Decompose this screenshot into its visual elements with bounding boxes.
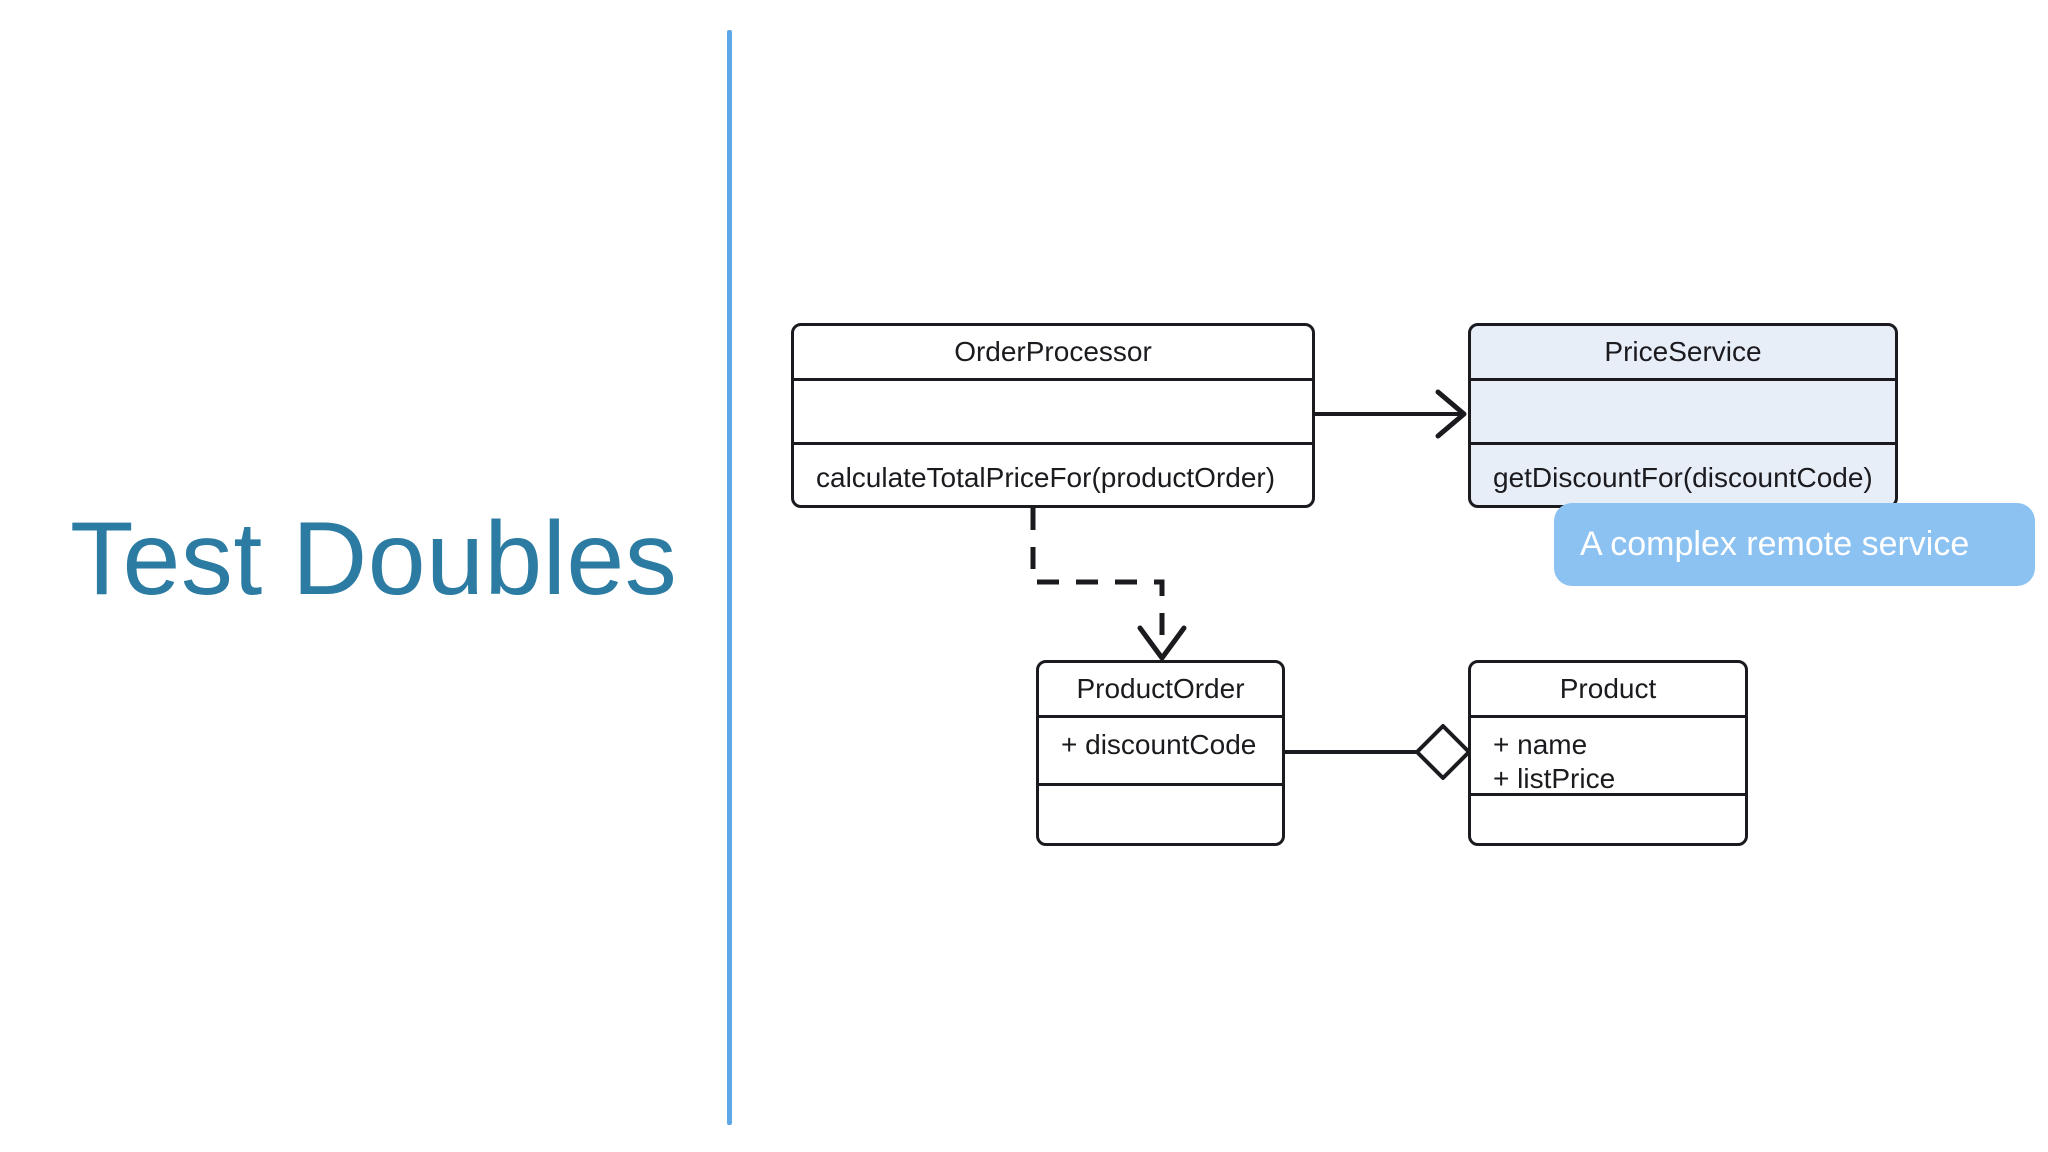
uml-class-name-product: Product	[1559, 673, 1657, 704]
uml-attribute-name: + name	[1493, 729, 1588, 760]
uml-operations-product	[1471, 793, 1745, 843]
uml-class-name-productorder: ProductOrder	[1076, 673, 1245, 704]
uml-class-orderprocessor[interactable]: OrderProcessor calculateTotalPriceFor(pr…	[791, 323, 1315, 508]
aggregation-productorder-product	[1285, 724, 1471, 780]
uml-class-name-priceservice: PriceService	[1604, 336, 1762, 367]
uml-class-name-orderprocessor: OrderProcessor	[954, 336, 1152, 367]
uml-attribute-listprice: + listPrice	[1493, 763, 1616, 795]
page-title: Test Doubles	[70, 501, 678, 617]
vertical-divider	[727, 30, 732, 1125]
callout-complex-remote-service: A complex remote service	[1554, 503, 2035, 586]
uml-class-priceservice[interactable]: PriceService getDiscountFor(discountCode…	[1468, 323, 1898, 508]
uml-operations-priceservice: getDiscountFor(discountCode)	[1471, 441, 1895, 505]
uml-operations-productorder	[1039, 783, 1282, 843]
uml-class-productorder[interactable]: ProductOrder + discountCode	[1036, 660, 1285, 846]
callout-text: A complex remote service	[1580, 525, 1970, 563]
uml-attributes-orderprocessor	[794, 378, 1312, 442]
association-orderprocessor-priceservice	[1313, 389, 1467, 439]
uml-class-product[interactable]: Product + name + listPrice	[1468, 660, 1748, 846]
uml-attributes-productorder: + discountCode	[1039, 715, 1282, 783]
uml-attributes-priceservice	[1471, 378, 1895, 442]
title-pane: Test Doubles	[0, 0, 728, 1152]
uml-attributes-product: + name + listPrice	[1471, 715, 1745, 795]
dependency-orderprocessor-productorder	[1030, 508, 1187, 661]
uml-operations-orderprocessor: calculateTotalPriceFor(productOrder)	[794, 441, 1312, 505]
